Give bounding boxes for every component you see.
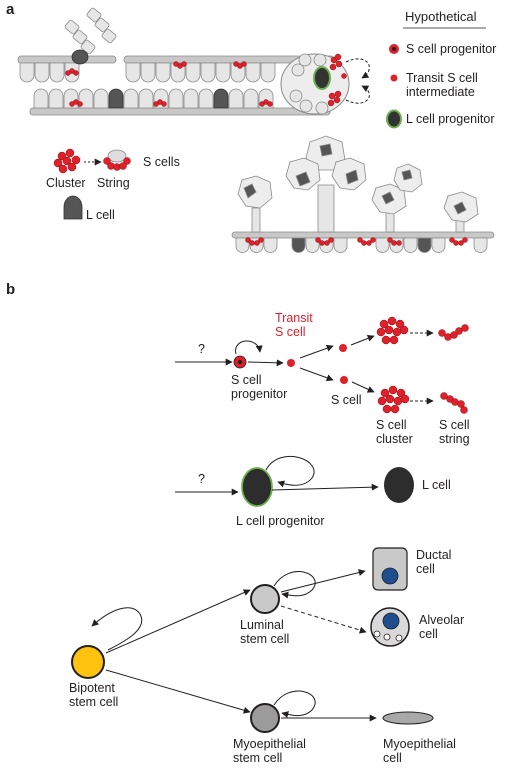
l-cell-progenitor-icon [386,109,402,129]
transit-s-cell-label: Transit S cell [275,311,313,339]
legend-s-cell-progenitor: S cell progenitor [406,42,497,56]
l-cell-key-icon [63,195,83,220]
l-cell-label: L cell [422,478,451,492]
ductal-cell-label: Ductal cell [416,548,452,576]
s-cell-progenitor-label: S cell progenitor [231,373,288,401]
l-cell-node [384,467,414,503]
key-string: String [97,176,130,190]
s-cell-progenitor-node [233,355,247,369]
panel-a-label: a [6,1,15,18]
bipotent-to-myo-arrow [105,669,251,714]
s-cell-cluster-label: S cell cluster [376,418,413,446]
alveoli-s-cells [245,237,468,246]
s-cell-node-upper [339,344,347,352]
luminal-self-renew-arrow [273,571,316,599]
legend-l-cell-progenitor: L cell progenitor [406,112,495,126]
transit-to-lower-arrow [299,367,334,382]
myoepithelial-cell-icon [382,711,434,725]
transit-s-cell-icon [390,74,398,82]
s-cell-string-bottom [440,392,468,414]
legend-transit-s-cell: Transit S cell intermediate [406,71,478,99]
transit-to-upper-arrow [299,344,334,359]
luminal-to-alveolar-arrow [280,605,367,634]
key-s-cells: S cells [143,155,180,169]
s-cell-label: S cell [331,393,362,407]
s-cell-node-lower [340,376,348,384]
l-question-mark: ? [198,472,205,486]
l-cell-progenitor-node [241,467,273,507]
myoepithelial-stem-cell-node [250,703,280,733]
bipotent-stem-cell-node [71,645,105,679]
progenitor-to-transit-arrow [247,359,284,367]
bipotent-stem-cell-label: Bipotent stem cell [69,681,119,709]
s-cell-cluster-bottom [377,385,410,414]
myoepithelial-stem-cell-label: Myoepithelial stem cell [233,737,306,765]
myo-self-renew-arrow [273,690,316,718]
luminal-to-ductal-arrow [280,569,366,593]
s-cell-cluster-top [376,316,409,345]
string-icon [103,149,131,171]
s-cell-progenitor-icon [389,44,399,54]
luminal-stem-cell-label: Luminal stem cell [240,618,290,646]
key-l-cell: L cell [86,208,115,222]
l-progenitor-to-l-cell-arrow [271,483,379,491]
alveoli-illustration [231,135,495,253]
l-self-renew-arrow [265,455,315,488]
bipotent-self-renew-arrow [91,607,143,651]
l-cell-progenitor-label: L cell progenitor [236,514,325,528]
ductal-cell-icon [372,547,408,591]
cluster-icon [53,148,81,174]
s-question-mark: ? [198,342,205,356]
upper-to-cluster-arrow [350,335,375,346]
s-self-renew-arrow [235,340,263,355]
myoepithelial-cell-label: Myoepithelial cell [383,737,456,765]
legend-title: Hypothetical [405,9,477,24]
s-cell-string-label: S cell string [439,418,470,446]
key-cluster: Cluster [46,176,86,190]
bipotent-to-luminal-arrow [105,589,251,654]
lower-to-cluster-arrow [351,381,375,393]
transit-s-cell-node [287,359,295,367]
s-cell-string-top [438,324,469,341]
alveolar-cell-label: Alveolar cell [419,613,465,641]
alveolar-cell-icon [370,607,410,647]
panel-b-label: b [6,281,16,298]
gland-tissue-illustration [17,7,370,116]
luminal-stem-cell-node [250,584,280,614]
